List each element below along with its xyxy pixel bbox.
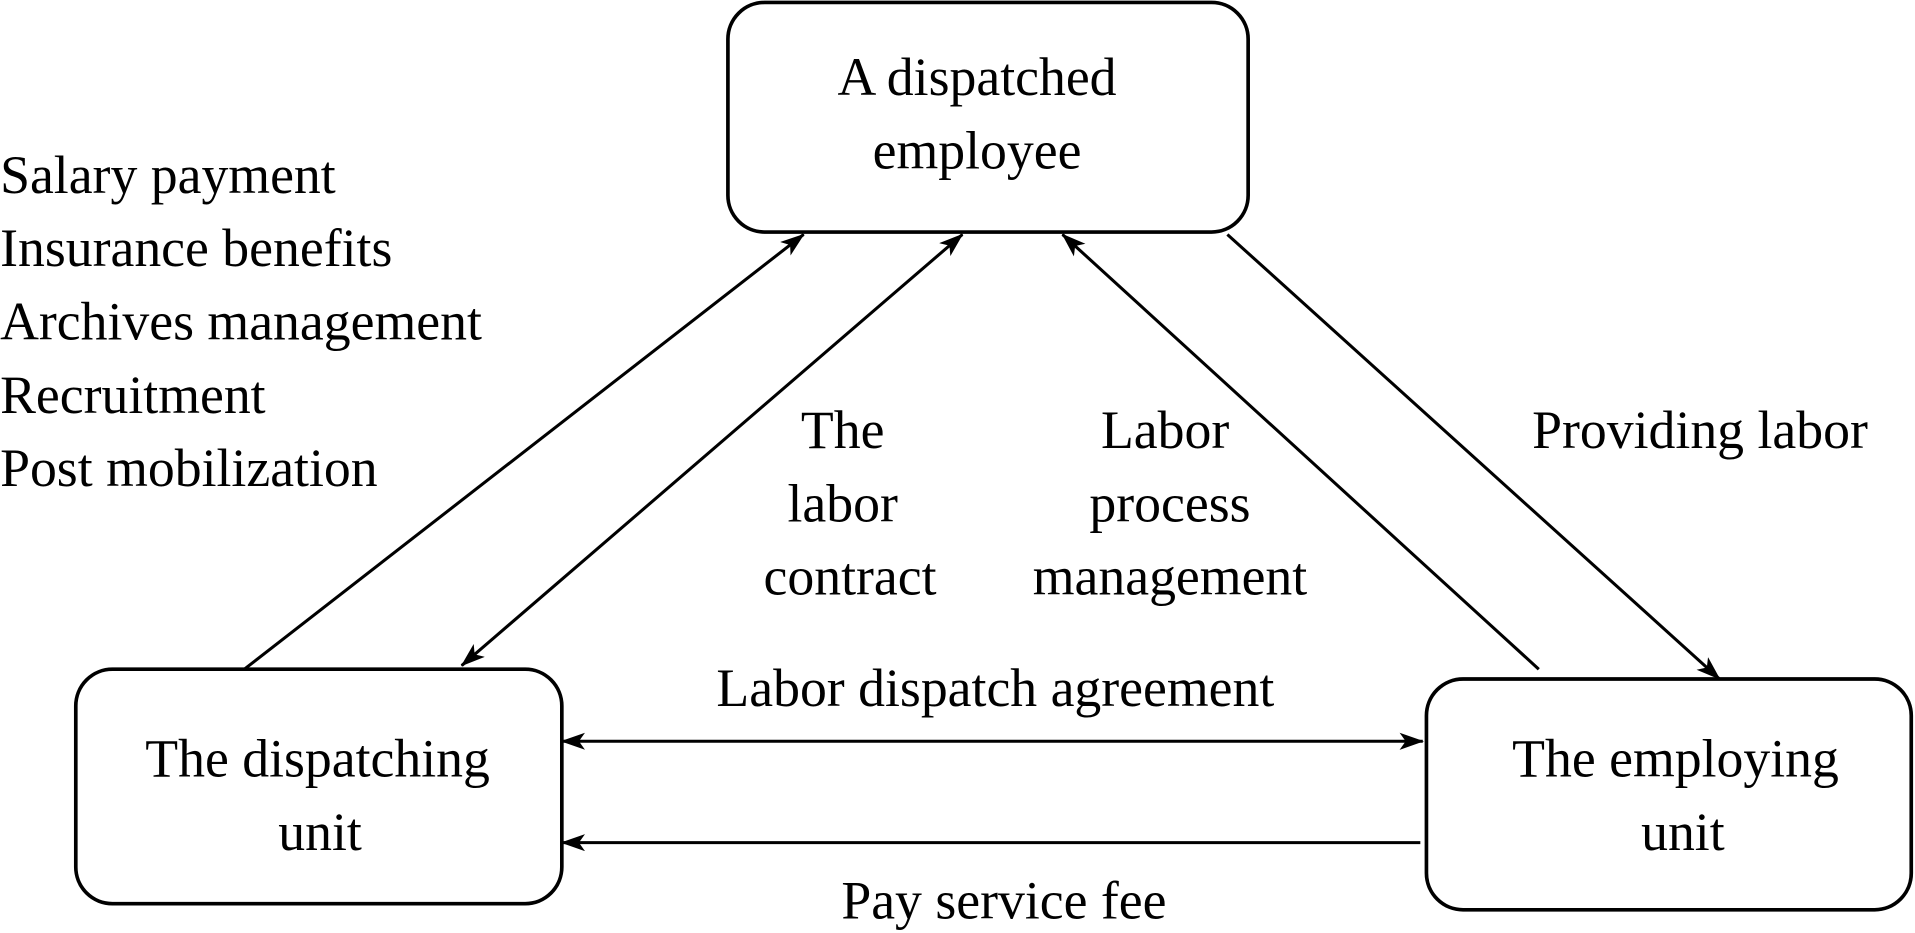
edge-label: management xyxy=(1033,547,1308,607)
edge-label: labor xyxy=(788,473,898,533)
service-item: Archives management xyxy=(0,291,482,351)
node-label: The employing xyxy=(1512,729,1839,789)
service-item: Post mobilization xyxy=(0,438,378,498)
label-pay-service-fee: Pay service fee xyxy=(841,870,1166,930)
edge-label: The xyxy=(801,400,885,460)
service-item: Insurance benefits xyxy=(0,218,392,278)
node-label: The dispatching xyxy=(145,729,490,789)
node-dispatched-employee: A dispatched employee xyxy=(726,0,1250,234)
node-label: A dispatched xyxy=(838,47,1117,107)
service-item: Salary payment xyxy=(0,145,336,205)
node-dispatching-unit: The dispatching unit xyxy=(73,667,564,906)
arrow-labor-process-management xyxy=(1061,233,1540,671)
node-label: unit xyxy=(278,802,362,862)
service-item: Recruitment xyxy=(0,365,266,425)
node-employing-unit: The employing unit xyxy=(1424,677,1914,912)
node-label: unit xyxy=(1641,802,1725,862)
label-labor-contract: The labor contract xyxy=(764,400,937,607)
node-label: employee xyxy=(873,121,1082,181)
arrow-providing-labor xyxy=(1226,233,1721,681)
label-providing-labor: Providing labor xyxy=(1532,400,1868,460)
edge-label: Labor xyxy=(1101,400,1229,460)
label-labor-dispatch-agreement: Labor dispatch agreement xyxy=(716,658,1274,718)
dispatching-services-list: Salary payment Insurance benefits Archiv… xyxy=(0,145,482,498)
edge-label: process xyxy=(1089,473,1250,533)
edge-label: contract xyxy=(764,547,937,607)
label-labor-process-management: Labor process management xyxy=(1033,400,1308,607)
arrow-labor-contract xyxy=(460,233,964,667)
